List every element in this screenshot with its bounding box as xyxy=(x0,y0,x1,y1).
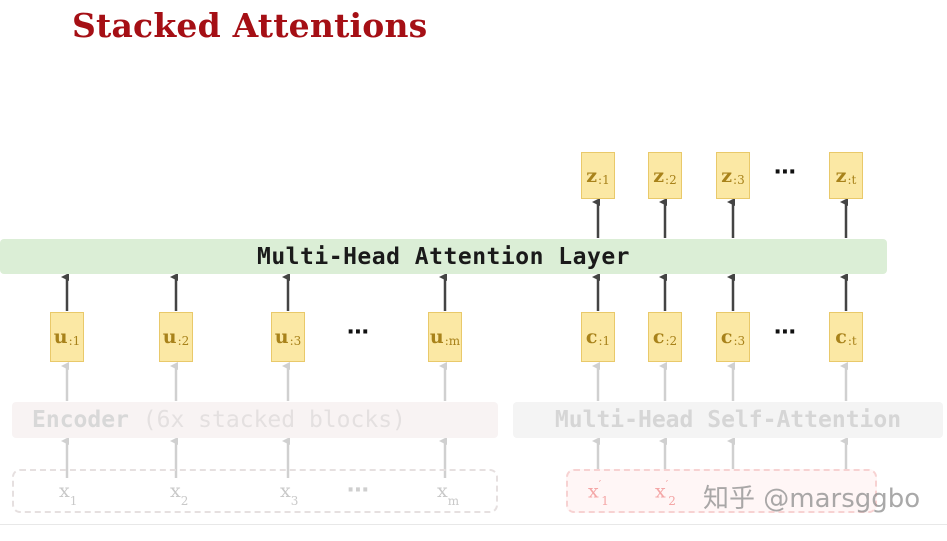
encoder-input-x3: x3 xyxy=(280,480,299,508)
encoder-input-x2: x2 xyxy=(170,480,189,508)
encoder-input-xm: xm xyxy=(437,480,460,508)
bottom-divider xyxy=(0,524,947,525)
encoder-label: Encoder xyxy=(32,407,129,433)
decoder-vector-ellipsis: ⋯ xyxy=(774,320,797,345)
encoder-input-x1: x1 xyxy=(59,480,78,508)
output-vector-zt: z:t xyxy=(829,152,863,199)
decoder-vector-c2: c:2 xyxy=(648,312,682,362)
encoder-vector-u1: u:1 xyxy=(50,312,84,362)
multi-head-self-attention-block: Multi-Head Self-Attention xyxy=(513,402,943,438)
decoder-vector-ct: c:t xyxy=(829,312,863,362)
encoder-input-box xyxy=(12,469,498,513)
decoder-input-x1: x′1 xyxy=(588,478,609,509)
decoder-vector-c1: c:1 xyxy=(581,312,615,362)
decoder-input-x2: x′2 xyxy=(655,478,676,509)
encoder-vector-ellipsis: ⋯ xyxy=(347,320,370,345)
encoder-vector-um: u:m xyxy=(428,312,462,362)
slide-title: Stacked Attentions xyxy=(72,6,428,45)
encoder-input-ellipsis: ⋯ xyxy=(347,478,370,503)
output-vector-z3: z:3 xyxy=(716,152,750,199)
output-vector-z2: z:2 xyxy=(648,152,682,199)
watermark: 知乎 @marsggbo xyxy=(703,484,921,514)
encoder-block: Encoder (6x stacked blocks) xyxy=(12,402,498,438)
output-vector-z1: z:1 xyxy=(581,152,615,199)
decoder-input-box xyxy=(566,469,877,513)
encoder-vector-u3: u:3 xyxy=(271,312,305,362)
decoder-vector-c3: c:3 xyxy=(716,312,750,362)
encoder-detail: (6x stacked blocks) xyxy=(142,407,406,433)
multi-head-attention-layer: Multi-Head Attention Layer xyxy=(0,239,887,274)
encoder-vector-u2: u:2 xyxy=(159,312,193,362)
output-ellipsis: ⋯ xyxy=(774,160,797,185)
